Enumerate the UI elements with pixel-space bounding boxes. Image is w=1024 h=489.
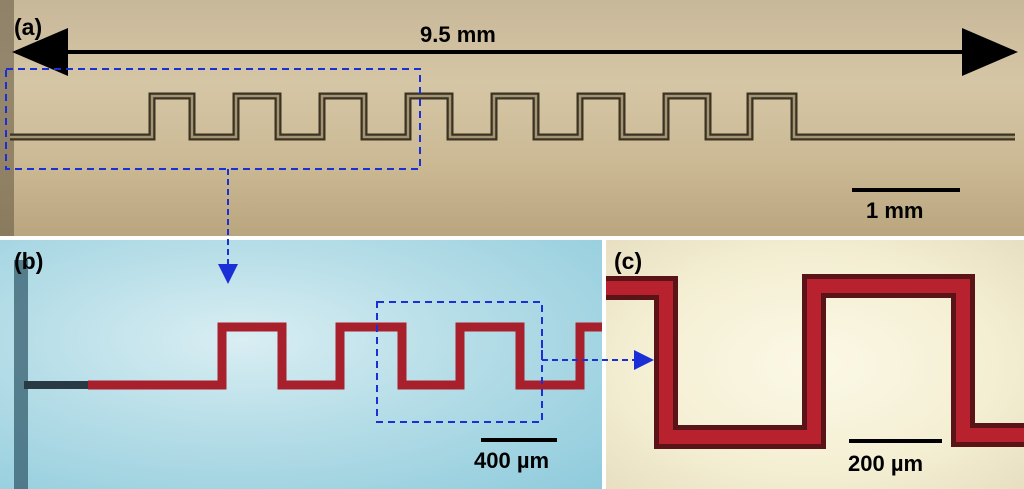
panel-c-drawing xyxy=(606,274,1024,449)
panel-c-photo: (c) 200 µm xyxy=(606,240,1024,489)
panel-b-photo: (b) 400 µm xyxy=(0,240,602,489)
serpentine-channel-b xyxy=(88,322,602,390)
panel-a-label: (a) xyxy=(14,14,43,40)
panel-c-label: (c) xyxy=(614,248,643,274)
scale-label-a: 1 mm xyxy=(866,198,924,223)
serpentine-channel-a xyxy=(10,92,1015,141)
scale-label-b: 400 µm xyxy=(474,448,550,473)
length-label: 9.5 mm xyxy=(420,22,496,47)
zoom-box-b xyxy=(376,301,543,423)
panel-a-drawing xyxy=(0,0,1018,236)
panel-a-photo: (a) 9.5 mm 1 mm xyxy=(0,0,1024,236)
zoom-box-a xyxy=(5,68,421,170)
substrate-edge-b xyxy=(14,260,28,489)
scale-label-c: 200 µm xyxy=(848,451,924,476)
panel-b-label: (b) xyxy=(14,248,44,274)
panel-b-drawing xyxy=(14,260,602,489)
